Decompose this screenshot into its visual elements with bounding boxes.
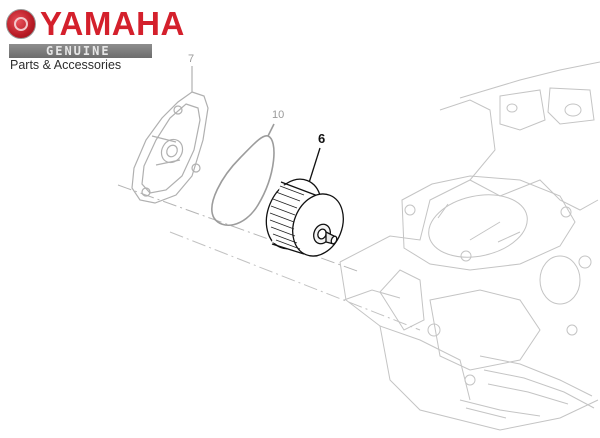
genuine-badge-text: GENUINE (46, 44, 111, 58)
callout-10: 10 (272, 109, 285, 121)
callout-6: 6 (318, 131, 326, 146)
engine-crankcase (339, 61, 600, 431)
assembly-axis-line (117, 184, 361, 273)
yamaha-genuine-logo: YAMAHA GENUINE Parts & Accessories (6, 6, 184, 72)
brand-subtitle: Parts & Accessories (10, 58, 122, 72)
tuning-fork-emblem-icon (6, 9, 36, 39)
callout-7: 7 (188, 53, 195, 65)
brand-name: YAMAHA (40, 5, 185, 42)
genuine-badge: GENUINE (9, 44, 152, 58)
part-6-oil-filter (265, 147, 344, 257)
lower-axis-line (169, 231, 421, 331)
part-10-o-ring (211, 123, 275, 227)
part-7-oil-filter-cover (131, 66, 209, 204)
